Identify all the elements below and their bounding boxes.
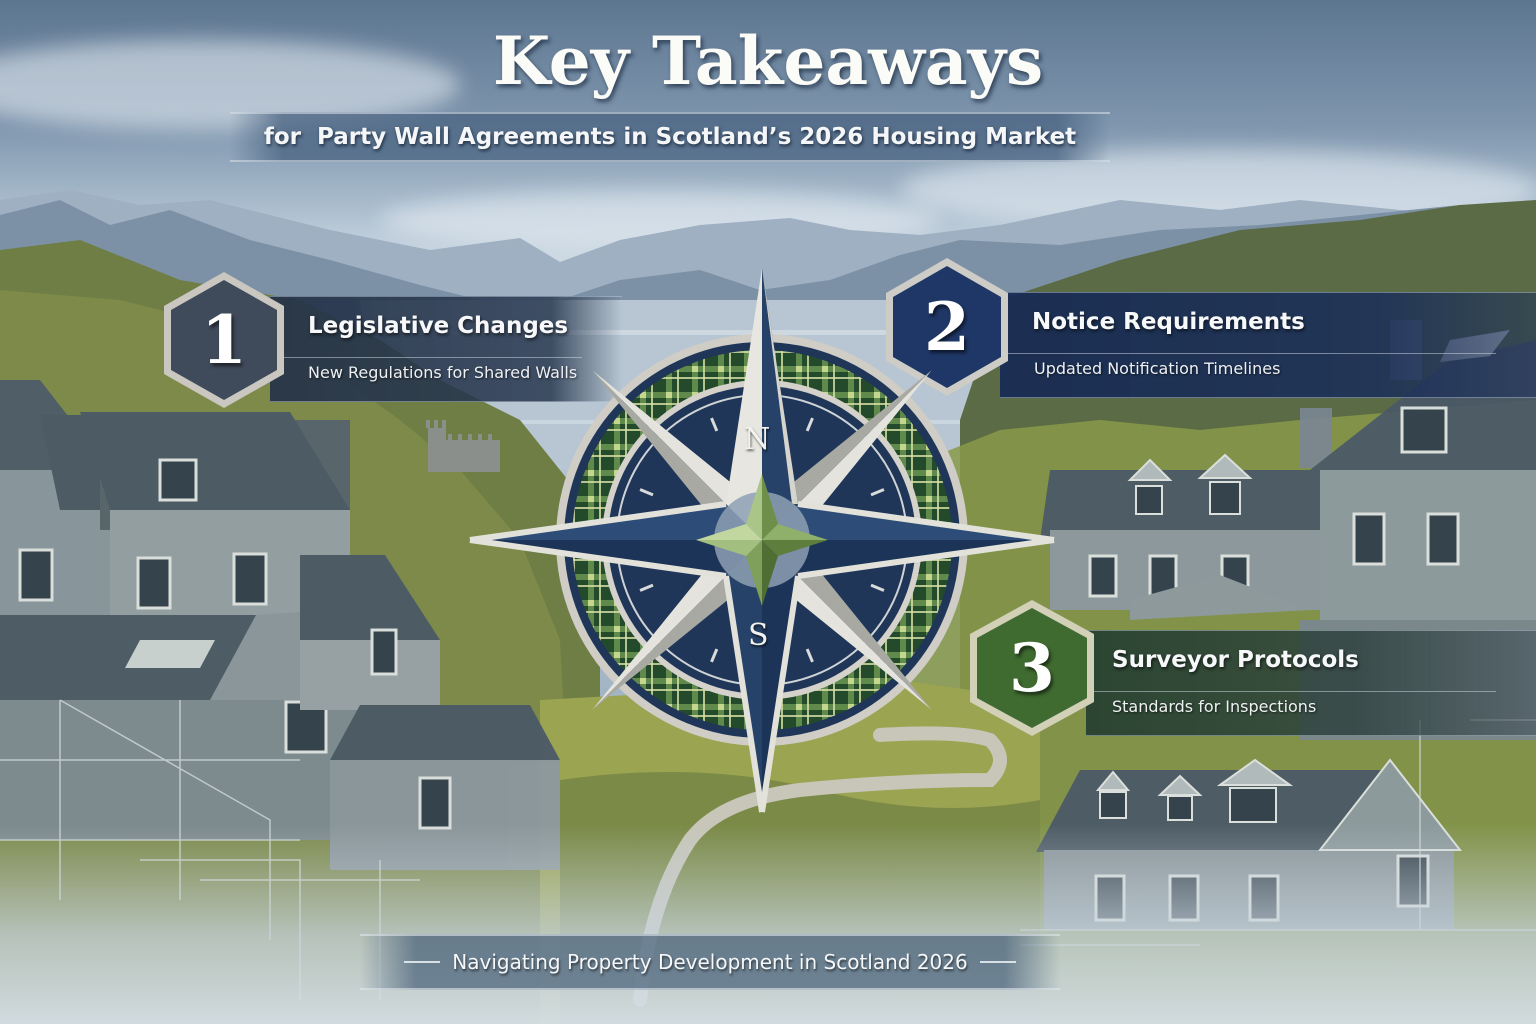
compass-south-label: S — [748, 618, 769, 653]
footer-text: Navigating Property Development in Scotl… — [452, 950, 968, 974]
takeaway-1-heading: Legislative Changes — [308, 313, 569, 339]
badge-number: 3 — [1009, 629, 1055, 707]
subtitle-banner: for Party Wall Agreements in Scotland’s … — [230, 112, 1110, 162]
takeaway-3-heading: Surveyor Protocols — [1112, 647, 1359, 673]
footer-banner: Navigating Property Development in Scotl… — [360, 934, 1060, 990]
divider — [278, 357, 582, 358]
takeaway-3-banner: Surveyor Protocols Standards for Inspect… — [1086, 630, 1536, 736]
hexagon-icon — [164, 272, 284, 408]
hexagon-icon — [886, 258, 1008, 396]
divider — [1008, 353, 1496, 354]
divider — [1094, 691, 1496, 692]
bottom-mist — [0, 824, 1536, 1024]
footer-divider-right — [979, 961, 1016, 963]
number-badge-2: 2 — [882, 256, 1012, 398]
takeaway-2-subheading: Updated Notification Timelines — [1034, 359, 1281, 378]
takeaway-1-subheading: New Regulations for Shared Walls — [308, 363, 578, 382]
number-badge-1: 1 — [160, 270, 288, 410]
hexagon-icon — [970, 600, 1094, 736]
number-badge-3: 3 — [966, 598, 1098, 738]
page-title: Key Takeaways — [492, 22, 1044, 100]
takeaway-3-subheading: Standards for Inspections — [1112, 697, 1317, 716]
compass-north-label: N — [744, 422, 771, 457]
badge-number: 1 — [201, 301, 247, 379]
compass-rose: N S — [462, 262, 1062, 822]
takeaway-2-heading: Notice Requirements — [1032, 309, 1305, 335]
takeaway-1-banner: Legislative Changes New Regulations for … — [270, 296, 622, 402]
badge-number: 2 — [924, 288, 970, 366]
compass-icon — [469, 268, 1055, 813]
page-subtitle: for Party Wall Agreements in Scotland’s … — [263, 124, 1077, 150]
footer-divider-left — [404, 961, 441, 963]
takeaway-2-banner: Notice Requirements Updated Notification… — [1000, 292, 1536, 398]
